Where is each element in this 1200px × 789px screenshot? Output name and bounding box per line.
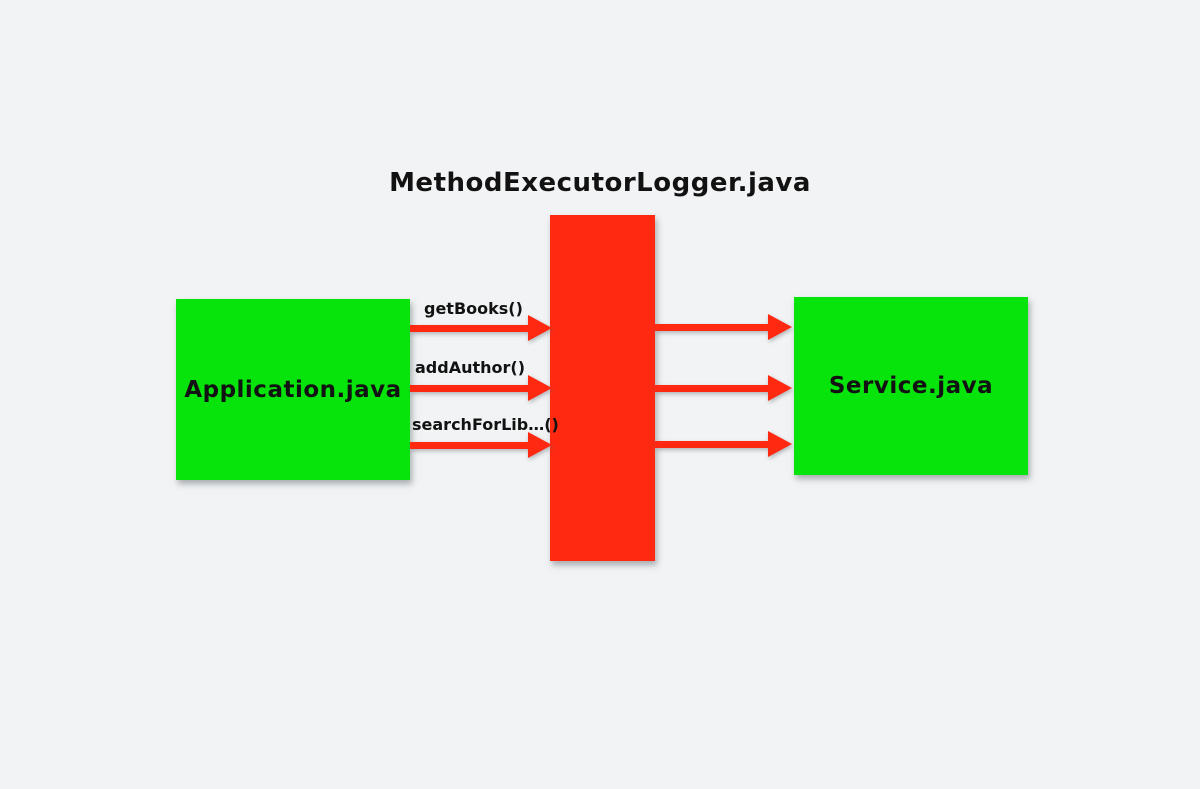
call-label-searchforlib: searchForLib…() [412, 415, 559, 434]
arrow-getbooks-to-logger [410, 314, 552, 342]
arrow-logger-to-service-1 [655, 313, 792, 341]
arrow-shaft [410, 384, 532, 392]
call-label-addauthor: addAuthor() [415, 358, 526, 377]
arrow-shaft [655, 323, 772, 331]
arrow-head-icon [528, 375, 552, 401]
arrow-addauthor-to-logger [410, 374, 552, 402]
arrow-head-icon [528, 432, 552, 458]
service-node-label: Service.java [828, 373, 994, 399]
service-node: Service.java [794, 297, 1028, 475]
diagram-title: MethodExecutorLogger.java [389, 168, 811, 198]
arrow-head-icon [768, 314, 792, 340]
arrow-shaft [410, 324, 532, 332]
arrow-searchforlib-to-logger [410, 431, 552, 459]
arrow-shaft [655, 440, 772, 448]
arrow-head-icon [528, 315, 552, 341]
application-node-label: Application.java [184, 376, 402, 403]
call-label-getbooks: getBooks() [424, 299, 523, 318]
arrow-logger-to-service-3 [655, 430, 792, 458]
arrow-head-icon [768, 375, 792, 401]
arrow-head-icon [768, 431, 792, 457]
application-node: Application.java [176, 299, 410, 480]
arrow-shaft [655, 384, 772, 392]
method-executor-logger-node [550, 215, 655, 561]
arrow-logger-to-service-2 [655, 374, 792, 402]
arrow-shaft [410, 441, 532, 449]
